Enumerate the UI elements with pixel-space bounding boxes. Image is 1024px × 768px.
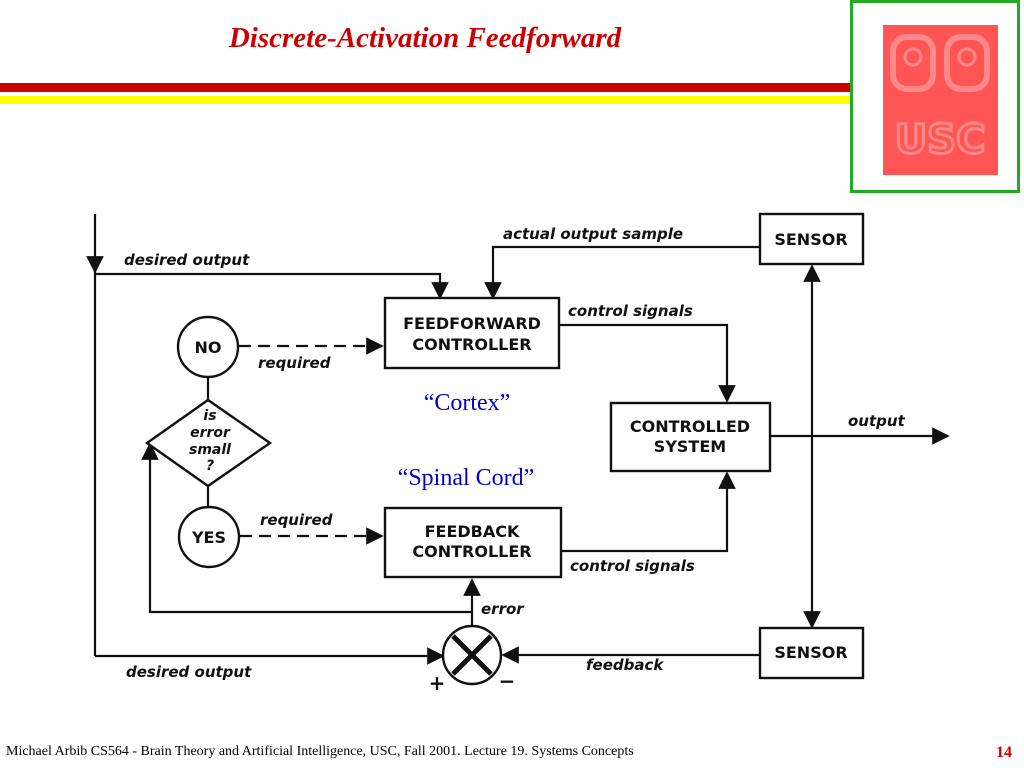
control-signals-bottom-label: control signals xyxy=(570,557,695,575)
yes-circle xyxy=(177,505,241,569)
usc-logo-tile: USC xyxy=(883,25,998,175)
usc-logo: USC xyxy=(850,0,1020,193)
controlled-system-box xyxy=(609,401,772,473)
sensor-top-label: SENSOR xyxy=(774,230,847,249)
title-underline-yellow xyxy=(0,96,852,104)
yes-label: YES xyxy=(191,528,226,547)
control-signals-bottom-line xyxy=(561,471,736,553)
usc-seal-icon: USC xyxy=(890,34,990,165)
usc-logo-text: USC xyxy=(895,117,986,163)
no-circle xyxy=(176,315,240,379)
slide-title: Discrete-Activation Feedforward xyxy=(228,22,622,54)
control-signals-top-line xyxy=(559,323,736,403)
error-return-line xyxy=(141,442,472,614)
no-label: NO xyxy=(195,338,222,357)
sensor-top-box xyxy=(758,212,865,266)
actual-output-sample-label: actual output sample xyxy=(503,225,683,243)
controlled-label-line1: CONTROLLED xyxy=(630,417,750,436)
actual-output-sample-line xyxy=(484,245,760,300)
error-label: error xyxy=(481,600,525,618)
desired-output-top-line xyxy=(95,272,449,300)
controlled-label-line2: SYSTEM xyxy=(654,437,726,456)
output-label: output xyxy=(848,412,906,430)
sensor-bottom-box xyxy=(758,626,865,680)
summing-junction-cross-icon xyxy=(451,634,493,676)
decision-text-line2: error xyxy=(190,425,231,441)
desired-output-top-label: desired output xyxy=(124,251,250,269)
feedforward-diagram: SENSOR FEEDFORWARD CONTROLLER CONTROLLED… xyxy=(86,212,950,695)
feedback-label-line2: CONTROLLER xyxy=(412,542,531,561)
control-signals-top-label: control signals xyxy=(568,302,693,320)
cortex-annotation: “Cortex” xyxy=(424,390,511,416)
desired-output-bottom-label: desired output xyxy=(126,663,252,681)
minus-sign: − xyxy=(499,669,516,693)
required-bottom-label: required xyxy=(260,511,333,529)
feedforward-controller-box xyxy=(383,296,561,370)
sensor-bottom-label: SENSOR xyxy=(774,643,847,662)
required-top-label: required xyxy=(258,354,331,372)
feedforward-label-line2: CONTROLLER xyxy=(412,335,531,354)
decision-diamond xyxy=(144,398,273,488)
slide-footer: Michael Arbib CS564 - Brain Theory and A… xyxy=(6,744,634,759)
plus-sign: + xyxy=(429,671,446,695)
feedforward-label-line1: FEEDFORWARD xyxy=(403,314,541,333)
title-underline-red xyxy=(0,83,852,92)
feedback-label: feedback xyxy=(586,656,664,674)
page-number: 14 xyxy=(996,744,1012,761)
decision-text-line3: small xyxy=(189,442,231,458)
spinal-cord-annotation: “Spinal Cord” xyxy=(398,465,535,491)
decision-text-line4: ? xyxy=(206,458,214,474)
feedback-label-line1: FEEDBACK xyxy=(425,522,520,541)
feedback-controller-box xyxy=(383,506,563,579)
decision-text-line1: is xyxy=(203,408,216,424)
